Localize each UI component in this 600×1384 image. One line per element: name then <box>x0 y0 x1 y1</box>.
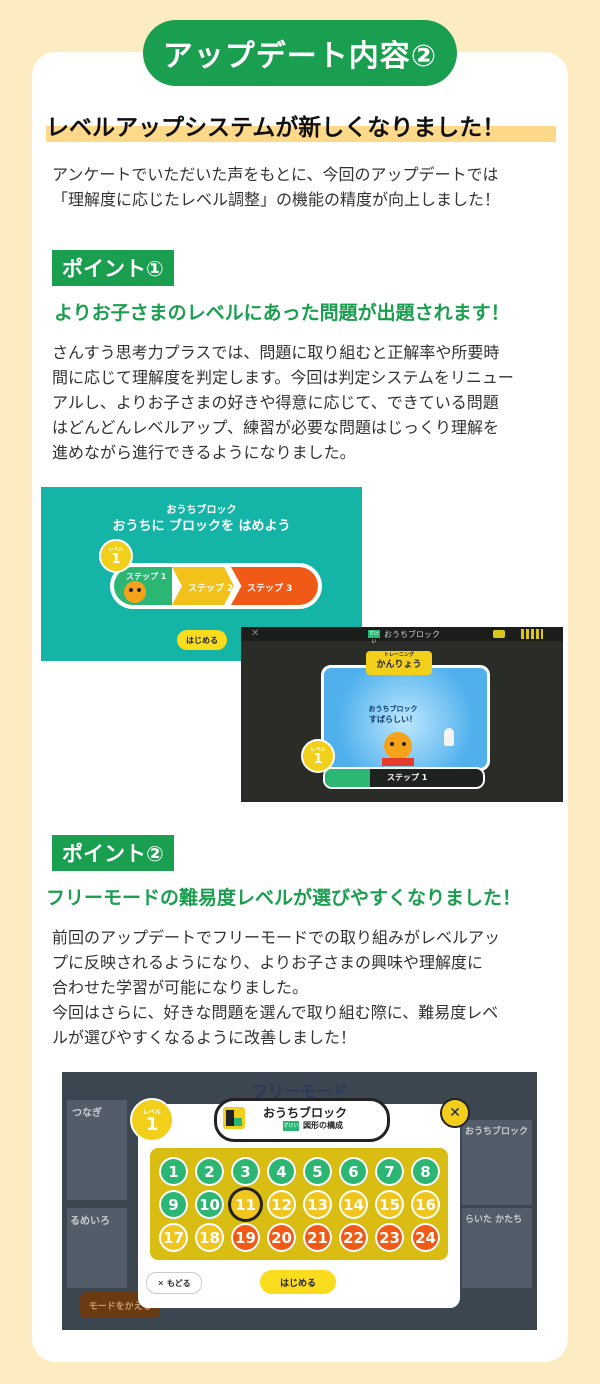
block-icon <box>223 1107 245 1129</box>
level-button-13[interactable]: 13 <box>303 1190 332 1219</box>
dialog-title: おうちブロック <box>263 1106 348 1120</box>
start-button[interactable]: はじめる <box>260 1270 336 1294</box>
hint-icon[interactable] <box>493 630 505 638</box>
level-button-24[interactable]: 24 <box>411 1223 440 1252</box>
level-button-5[interactable]: 5 <box>303 1157 332 1186</box>
rocket-icon <box>444 728 454 746</box>
level-button-3[interactable]: 3 <box>231 1157 260 1186</box>
level-button-2[interactable]: 2 <box>195 1157 224 1186</box>
dialog-subtitle: 図形の構成 <box>303 1121 343 1130</box>
step1-label: ステップ 1 <box>126 572 167 581</box>
level-button-1[interactable]: 1 <box>159 1157 188 1186</box>
level-button-6[interactable]: 6 <box>339 1157 368 1186</box>
start-button[interactable]: はじめる <box>177 630 227 650</box>
shot2-title: おうちブロック <box>384 630 440 639</box>
headline: レベルアップシステムが新しくなりました！ <box>46 108 556 142</box>
bg-card-left2: るめいろ <box>70 1216 110 1227</box>
level-button-20[interactable]: 20 <box>267 1223 296 1252</box>
category-tag: すけい <box>368 630 380 645</box>
step2-label: ステップ 2 <box>188 584 234 594</box>
point1-body: さんすう思考力プラスでは、問題に取り組むと正解率や所要時 間に応じて理解度を判定… <box>52 343 514 462</box>
level-button-19[interactable]: 19 <box>231 1223 260 1252</box>
level-button-4[interactable]: 4 <box>267 1157 296 1186</box>
step3-segment[interactable]: ステップ 3 <box>231 567 318 605</box>
level-button-9[interactable]: 9 <box>159 1190 188 1219</box>
tiger-mascot-icon <box>384 732 412 760</box>
shot1-subtitle: おうちブロック <box>166 505 237 516</box>
level-button-22[interactable]: 22 <box>339 1223 368 1252</box>
bg-card-right2: らいた かたち <box>465 1215 523 1225</box>
point2-body: 前回のアップデートでフリーモードでの取り組みがレベルアッ プに反映されるようにな… <box>52 928 501 1047</box>
level-button-12[interactable]: 12 <box>267 1190 296 1219</box>
level-button-7[interactable]: 7 <box>375 1157 404 1186</box>
result-line1: おうちブロック <box>368 705 418 713</box>
level-button-17[interactable]: 17 <box>159 1223 188 1252</box>
step2-segment[interactable]: ステップ 2 <box>172 567 234 605</box>
point2-subhead: フリーモードの難易度レベルが選びやすくなりました！ <box>46 887 522 909</box>
level-button-18[interactable]: 18 <box>195 1223 224 1252</box>
step1-segment[interactable]: ステップ 1 <box>114 567 172 605</box>
step3-label: ステップ 3 <box>247 584 293 594</box>
result-card: おうちブロック すばらしい！ <box>321 665 490 771</box>
point1-subhead: よりお子さまのレベルにあった問題が出題されます！ <box>54 302 510 324</box>
screenshot-level-select: フリーモード つなぎ るめいろ おうちブロック らいた かたち モードをかえる … <box>62 1072 537 1330</box>
point2-label: ポイント② <box>52 835 174 871</box>
back-button[interactable]: ✕ もどる <box>146 1272 202 1294</box>
level-button-11[interactable]: 11 <box>231 1190 260 1219</box>
level-button-16[interactable]: 16 <box>411 1190 440 1219</box>
category-tag: ずけい <box>283 1121 299 1131</box>
bg-card-left1: つなぎ <box>72 1108 102 1119</box>
close-icon[interactable]: ✕ <box>251 628 260 639</box>
intro-text: アンケートでいただいた声をもとに、今回のアップデートでは 「理解度に応じたレベル… <box>52 165 501 209</box>
tiger-mascot-icon <box>124 581 146 603</box>
dialog-header: おうちブロック ずけい 図形の構成 <box>214 1098 390 1142</box>
level-button-21[interactable]: 21 <box>303 1223 332 1252</box>
bg-card-right1: おうちブロック <box>465 1127 529 1137</box>
level-badge: レベル 1 <box>99 539 133 573</box>
level-badge: レベル 1 <box>301 739 335 773</box>
screenshot-step-select: おうちブロック おうちに ブロックを はめよう ステップ 1 ステップ 2 ステ… <box>41 487 362 661</box>
completion-ribbon: トレーニング かんりょう <box>366 651 432 675</box>
level-button-14[interactable]: 14 <box>339 1190 368 1219</box>
screenshot-training-complete: ✕ すけい おうちブロック おうちブロック すばらしい！ トレーニング かんりょ… <box>241 627 563 802</box>
close-icon[interactable]: ✕ <box>440 1098 470 1128</box>
bg-title: フリーモード <box>252 1082 349 1101</box>
shot1-title: おうちに ブロックを はめよう <box>112 519 291 534</box>
result-line2: すばらしい！ <box>369 715 417 724</box>
top-bar <box>241 627 563 641</box>
level-button-15[interactable]: 15 <box>375 1190 404 1219</box>
point1-label: ポイント① <box>52 250 174 286</box>
step-progress-bar: ステップ 1 <box>323 767 485 789</box>
page-title: アップデート内容② <box>143 20 457 86</box>
level-button-23[interactable]: 23 <box>375 1223 404 1252</box>
level-button-10[interactable]: 10 <box>195 1190 224 1219</box>
progress-bars-icon <box>521 629 543 639</box>
level-badge: レベル 1 <box>130 1098 174 1142</box>
level-button-8[interactable]: 8 <box>411 1157 440 1186</box>
